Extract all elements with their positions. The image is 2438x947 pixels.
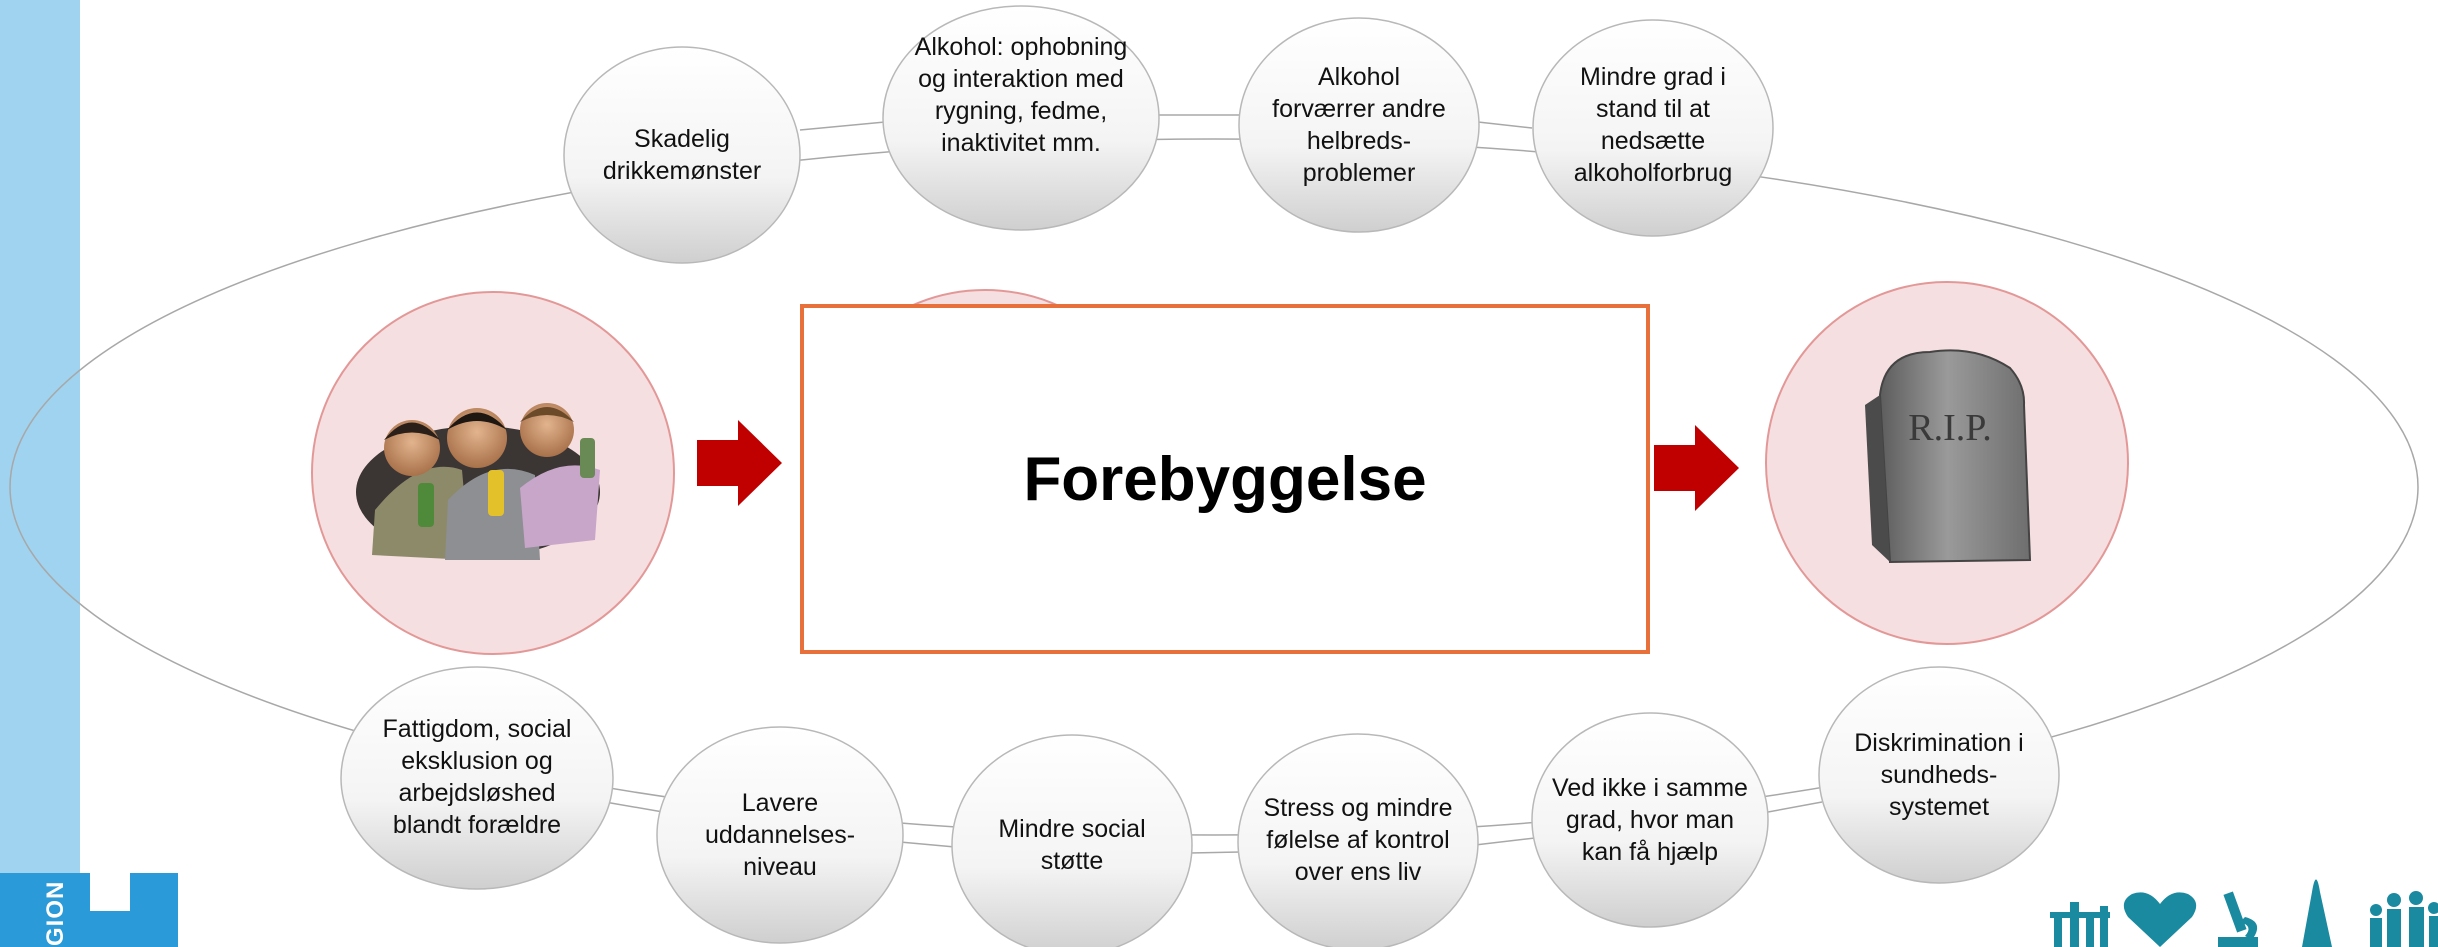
forebyggelse-box: Forebyggelse xyxy=(800,304,1650,654)
bubble-bottom-3-label: Mindre social støtte xyxy=(998,815,1146,875)
rip-engraving: R.I.P. xyxy=(1908,407,1991,449)
bubble-bottom-2-label: Lavere uddannelses-niveau xyxy=(704,789,856,881)
bubble-bottom-1 xyxy=(340,666,614,890)
bubble-top-1 xyxy=(563,46,801,264)
bubble-bottom-4 xyxy=(1237,733,1479,947)
bubble-top-2-label: Alkohol: ophobning og interaktion med ry… xyxy=(914,33,1128,157)
bubble-bottom-6 xyxy=(1818,666,2060,884)
bubble-bottom-2 xyxy=(656,726,904,944)
rip-gravestone-icon xyxy=(1865,349,2032,564)
bubble-top-4 xyxy=(1532,19,1774,237)
left-sidebar-band xyxy=(0,0,80,947)
tower-icon xyxy=(2302,879,2332,947)
region-logo-text: GION xyxy=(42,880,69,946)
drinking-teenagers-photo xyxy=(356,403,600,560)
bubble-top-3-label: Alkohol forværrer andre helbreds-problem… xyxy=(1272,63,1446,187)
arrow-into-box xyxy=(697,420,782,506)
bubble-top-2 xyxy=(882,5,1160,231)
microscope-icon xyxy=(2218,891,2258,947)
bubble-connectors xyxy=(604,114,1823,854)
bubble-top-4-label: Mindre grad i stand til at nedsætte alko… xyxy=(1573,63,1733,187)
bubble-bottom-4-label: Stress og mindre følelse af kontrol over… xyxy=(1263,794,1453,886)
lab-flasks-icon xyxy=(2050,902,2110,947)
forebyggelse-title: Forebyggelse xyxy=(1023,444,1427,514)
bubble-top-3 xyxy=(1238,17,1480,233)
bubble-bottom-1-label: Fattigdom, social eksklusion og arbejdsl… xyxy=(382,715,572,839)
arrow-out-of-box xyxy=(1654,425,1739,511)
bubble-bottom-5 xyxy=(1531,712,1769,928)
footer-icon-strip xyxy=(2050,879,2438,947)
bubble-bottom-3 xyxy=(951,734,1193,947)
bubble-top-1-label: Skadelig drikkemønster xyxy=(602,125,762,185)
cycle-ellipse xyxy=(9,138,2419,836)
bubble-bottom-5-label: Ved ikke i samme grad, hvor man kan få h… xyxy=(1552,774,1748,866)
family-icon xyxy=(2370,891,2438,947)
region-logo xyxy=(0,873,178,947)
bubble-bottom-6-label: Diskrimination i sundheds-systemet xyxy=(1854,729,2024,821)
heart-icon xyxy=(2123,892,2197,947)
